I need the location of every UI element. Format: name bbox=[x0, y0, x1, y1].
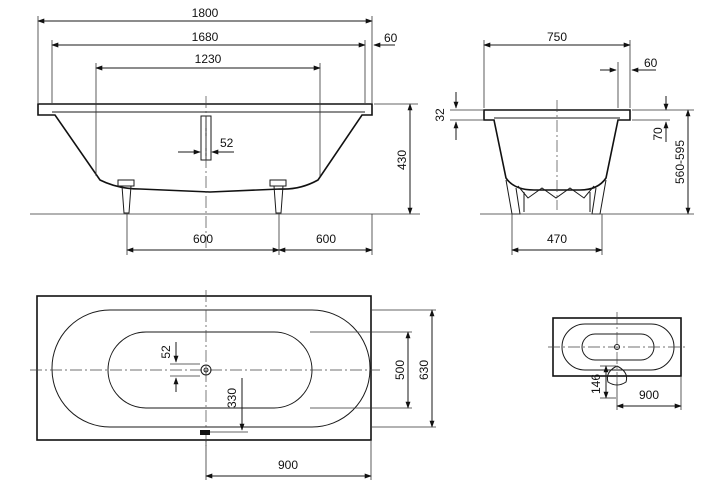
label-plan-waste-position: 900 bbox=[278, 458, 298, 472]
label-height: 430 bbox=[395, 150, 409, 170]
small-plan-view: 146 900 bbox=[548, 312, 688, 410]
small-plan-waste-outlet bbox=[614, 344, 620, 350]
label-waste-offset-side: 52 bbox=[220, 136, 234, 150]
plan-inner-basin bbox=[51, 309, 371, 428]
label-end-rim-width: 60 bbox=[644, 56, 658, 70]
plan-waste-outlet bbox=[200, 364, 212, 376]
side-leg-right bbox=[269, 179, 287, 214]
label-end-overall-width: 750 bbox=[547, 30, 567, 44]
label-plan-overall-width: 630 bbox=[417, 360, 431, 380]
end-tub-outline bbox=[483, 109, 631, 191]
label-leg-spacing-left: 600 bbox=[193, 232, 213, 246]
side-tub-outline bbox=[37, 103, 373, 193]
label-small-waste-offset: 146 bbox=[589, 374, 603, 394]
side-elevation-view: 1800 1680 60 1230 52 430 600 600 bbox=[30, 6, 420, 255]
side-leg-left bbox=[117, 179, 135, 214]
label-plan-waste-to-edge: 330 bbox=[225, 388, 239, 408]
label-small-waste-position: 900 bbox=[639, 388, 659, 402]
plan-overflow bbox=[200, 430, 210, 435]
end-legs bbox=[505, 179, 607, 215]
label-end-leg-spacing: 470 bbox=[547, 232, 567, 246]
plan-view: 52 330 500 630 900 bbox=[30, 290, 436, 480]
label-overall-length: 1800 bbox=[192, 6, 219, 20]
label-bottom-length: 1230 bbox=[195, 52, 222, 66]
label-inner-length: 1680 bbox=[192, 30, 219, 44]
label-rim-width-side: 60 bbox=[384, 31, 398, 45]
end-elevation-view: 750 60 32 70 560-595 470 bbox=[433, 30, 694, 255]
plan-outer-rim bbox=[36, 295, 372, 441]
label-rim-drop: 70 bbox=[651, 127, 665, 141]
label-rim-thickness: 32 bbox=[433, 108, 447, 122]
label-plan-inner-width: 500 bbox=[393, 360, 407, 380]
label-height-range: 560-595 bbox=[673, 140, 687, 184]
label-leg-spacing-right: 600 bbox=[316, 232, 336, 246]
label-plan-waste-offset: 52 bbox=[159, 345, 173, 359]
